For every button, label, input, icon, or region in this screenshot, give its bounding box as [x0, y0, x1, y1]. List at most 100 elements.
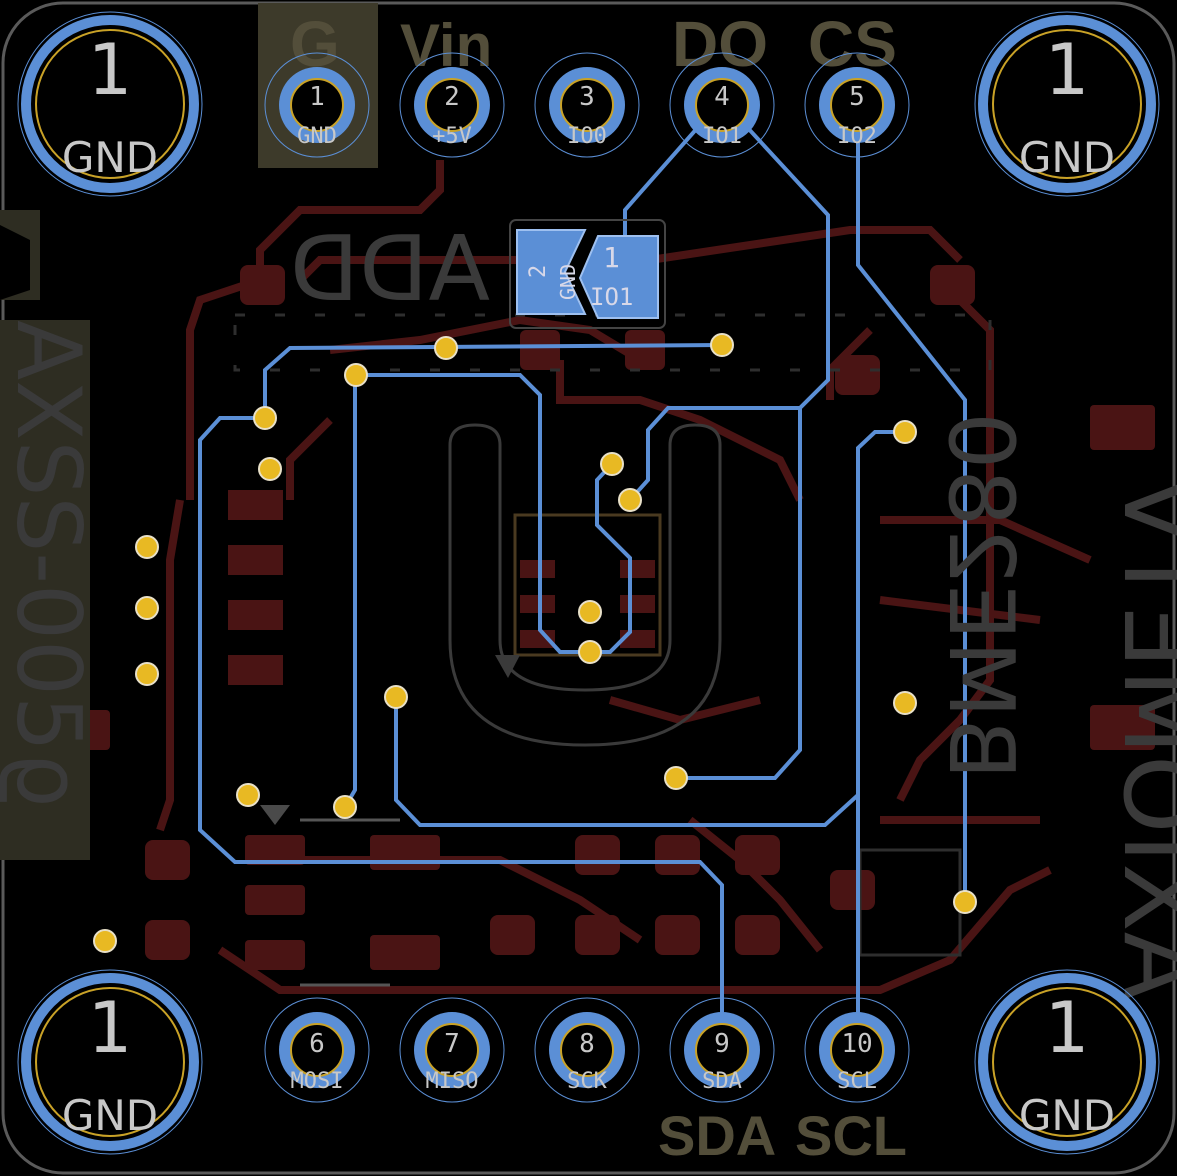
pin-number: 4 [714, 82, 730, 112]
connector-footprint [228, 490, 283, 685]
mounting-hole-top-right: 1 GND [974, 11, 1160, 197]
pin1-marker [495, 655, 520, 678]
pin-5: 5 IO2 [804, 52, 910, 158]
pin-name: +5V [432, 124, 472, 149]
pin-number: 5 [849, 82, 865, 112]
hole-name: GND [62, 133, 158, 182]
bottom-header: 6 MOSI 7 MISO 8 SCK 9 [264, 997, 910, 1103]
via [258, 457, 282, 481]
hole-number: 1 [1045, 987, 1090, 1069]
pin-name: IO1 [702, 124, 742, 149]
via [135, 535, 159, 559]
pin-7: 7 MISO [399, 997, 505, 1103]
hole-number: 1 [88, 29, 133, 111]
back-pad [145, 920, 190, 960]
back-pad [835, 355, 880, 395]
back-silk-brand: AXIOMETV [1101, 476, 1177, 1000]
jumper-pad1-name: IO1 [590, 283, 633, 311]
back-pad [1090, 705, 1155, 750]
sensor-pad [520, 595, 555, 613]
solder-jumper: 2 GND 1 IO1 [509, 219, 666, 329]
via [893, 691, 917, 715]
back-pad [370, 935, 440, 970]
mounting-holes: 1 GND 1 GND 1 GND 1 G [17, 11, 1160, 1155]
via [384, 685, 408, 709]
via [333, 795, 357, 819]
pin-name: MOSI [291, 1069, 344, 1094]
pin-name: GND [297, 124, 337, 149]
back-pad [735, 835, 780, 875]
jumper-pad-1 [578, 235, 659, 319]
back-pad [575, 835, 620, 875]
label-scl: SCL [795, 1104, 907, 1167]
trace-left-loop [198, 416, 724, 1045]
jumper-pad2-name: GND [556, 264, 580, 300]
trace-scl [856, 430, 905, 1045]
pin-number: 7 [444, 1029, 460, 1059]
via [434, 336, 458, 360]
pin-name: IO0 [567, 124, 607, 149]
mounting-hole-top-left: 1 GND [17, 11, 203, 197]
trace-bottom [394, 697, 860, 827]
sensor-outline [448, 423, 722, 747]
connector-pad [228, 490, 283, 520]
via [953, 890, 977, 914]
pin-number: 8 [579, 1029, 595, 1059]
jumper-pad1-number: 1 [603, 241, 620, 274]
via [135, 662, 159, 686]
sensor-pad [620, 595, 655, 613]
sensor-pad [620, 560, 655, 578]
pin-9: 9 SDA [669, 997, 775, 1103]
back-silk-part-number: AXSS-005ϱ [0, 320, 100, 808]
pin-name: SCK [567, 1069, 607, 1094]
via [93, 929, 117, 953]
front-copper-layer [198, 98, 967, 1045]
back-pad [370, 835, 440, 870]
back-pad [245, 835, 305, 865]
via [236, 783, 260, 807]
back-pad [145, 840, 190, 880]
pin-number: 9 [714, 1029, 730, 1059]
via [618, 488, 642, 512]
back-pad [625, 330, 665, 370]
back-pad [520, 330, 560, 370]
back-pad [655, 835, 700, 875]
back-pad [830, 870, 875, 910]
via [344, 363, 368, 387]
via [578, 600, 602, 624]
sensor-pad [520, 560, 555, 578]
pin1-marker-left [260, 805, 290, 825]
mounting-hole-bottom-left: 1 GND [17, 969, 203, 1155]
via [710, 333, 734, 357]
connector-pad [228, 545, 283, 575]
left-edge-label-box [0, 320, 90, 860]
trace-io2 [856, 100, 967, 902]
via [135, 596, 159, 620]
top-header: 1 GND 2 +5V 3 IO0 4 I [264, 52, 910, 158]
back-pads-layer [80, 265, 1155, 970]
via [664, 766, 688, 790]
back-pad [735, 915, 780, 955]
back-pad [245, 940, 305, 970]
hole-number: 1 [1045, 29, 1090, 111]
via [253, 406, 277, 430]
back-pad [575, 915, 620, 955]
hole-name: GND [62, 1091, 158, 1140]
trace-io1 [623, 98, 724, 240]
jumper-pad-2 [516, 229, 587, 315]
back-silk-add: ADD [290, 217, 490, 322]
mounting-hole-bottom-right: 1 GND [974, 969, 1160, 1155]
connector-pad [228, 600, 283, 630]
label-sda: SDA [658, 1104, 776, 1167]
pin-8: 8 SCK [534, 997, 640, 1103]
hole-number: 1 [88, 987, 133, 1069]
pin-name: SDA [702, 1069, 742, 1094]
trace-top-loop [263, 343, 723, 418]
pin-10: 10 SCL [804, 997, 910, 1103]
trace-center [628, 406, 800, 502]
back-pad [245, 885, 305, 915]
pin-number: 10 [841, 1029, 872, 1059]
pin-name: SCL [837, 1069, 877, 1094]
